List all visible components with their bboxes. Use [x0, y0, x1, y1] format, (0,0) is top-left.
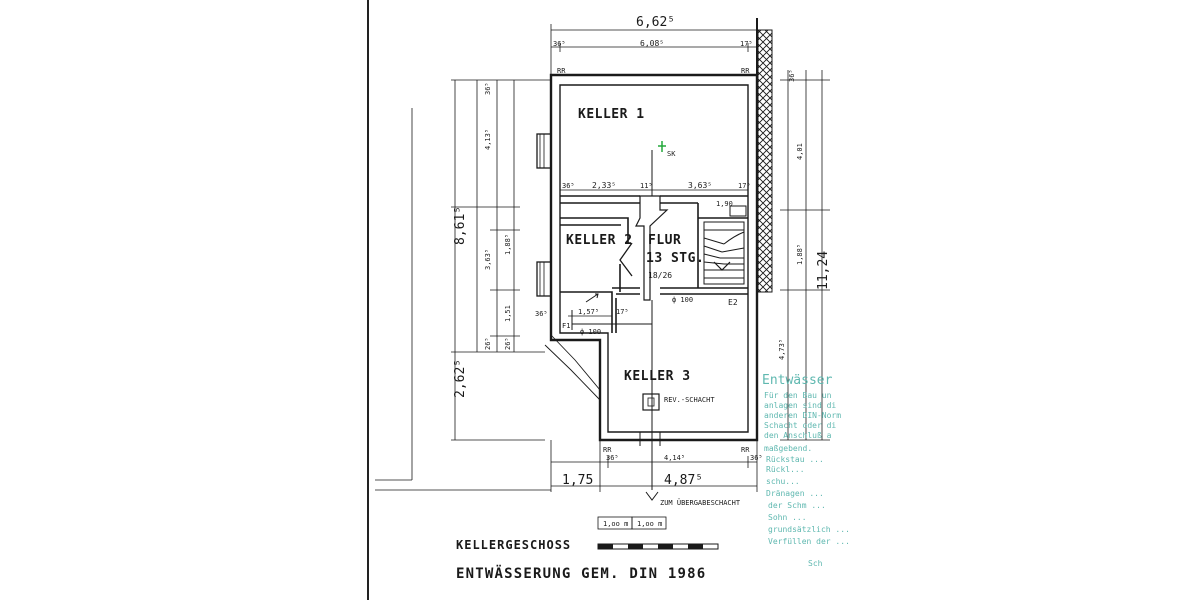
rr-top-left: RR: [557, 67, 566, 75]
dim-left-262: 2,62⁵: [453, 359, 468, 398]
interior-walls: [560, 195, 748, 333]
dim-bottom-414: 4,14⁵: [664, 454, 685, 462]
dim-k2-17: 17⁵: [616, 308, 629, 316]
rev-schacht-inner: [647, 397, 655, 407]
dim-top-left: 36⁵: [553, 40, 566, 48]
dim-stair-190: 1,90: [716, 200, 733, 208]
dim-bottom-487: 4,87⁵: [664, 473, 703, 488]
note-line: anderen DIN-Norm: [764, 411, 841, 420]
dim-left-26a: 26⁵: [484, 337, 492, 350]
dim-mid-11: 11⁵: [640, 182, 653, 190]
scale-bar: [597, 516, 719, 550]
drainage-lines: [571, 150, 661, 501]
dimension-lines: [375, 24, 830, 492]
note-line: anlagen sind di: [764, 401, 836, 410]
note-line: Rückstau ...: [766, 455, 824, 464]
note-heading: Entwässer: [762, 373, 833, 388]
rev-schacht-box: [642, 393, 660, 411]
corridor-outline: [635, 195, 669, 301]
page-edge-rule: [367, 0, 369, 600]
dim-k2-36: 36⁵: [535, 310, 548, 318]
rr-top-right: RR: [741, 67, 750, 75]
dim-right-188: 1,88⁵: [796, 244, 804, 265]
dim-mid-36: 36⁵: [562, 182, 575, 190]
door-arc-keller2: [619, 242, 633, 277]
dim-right-36: 36⁵: [788, 69, 796, 82]
exterior-walls: [549, 73, 759, 442]
note-line: Dränagen ...: [766, 489, 824, 498]
note-line: Sohn ...: [768, 513, 807, 522]
drawing-title-drainage: ENTWÄSSERUNG GEM. DIN 1986: [456, 565, 706, 582]
earth-hatching: [757, 29, 773, 293]
dim-mid-233: 2,33⁵: [592, 181, 616, 190]
room-label-keller1: KELLER 1: [578, 107, 645, 122]
dim-right-1124: 11,24: [816, 251, 831, 290]
sk-label: SK: [667, 150, 676, 158]
dim-bottom-36a: 36⁵: [606, 454, 619, 462]
sk-marker: [658, 141, 666, 152]
e2-label: E2: [728, 298, 738, 307]
dim-left-363: 3,63⁵: [484, 249, 492, 270]
dim-left-36: 36⁵: [484, 82, 492, 95]
room-label-flur: FLUR: [648, 233, 681, 248]
dim-left-26b: 26⁵: [504, 337, 512, 350]
f1-label: F1: [562, 322, 570, 330]
room-label-keller3: KELLER 3: [624, 369, 691, 384]
rr-bottom-left: RR: [603, 446, 612, 454]
note-line: Rückl...: [766, 465, 805, 474]
note-line: Verfüllen der ...: [768, 537, 850, 546]
rr-bottom-right: RR: [741, 446, 750, 454]
dim-bottom-175: 1,75: [562, 473, 593, 488]
stairs-count: 13 STG.: [646, 251, 704, 266]
window-keller2-frame: [539, 262, 545, 296]
dim-left-861: 8,61⁵: [453, 206, 468, 245]
note-line: Sch: [808, 559, 823, 568]
dim-top-total: 6,62⁵: [636, 15, 675, 30]
dim-right-401: 4,01: [796, 143, 804, 160]
note-line: Für den Bau un: [764, 391, 832, 400]
pipe-dia-keller2: ф 100: [580, 328, 601, 336]
dim-bottom-36b: 36⁵: [750, 454, 763, 462]
note-line: grundsätzlich ...: [768, 525, 850, 534]
scale-label-2: 1,oo m: [637, 520, 662, 528]
dim-right-473: 4,73⁵: [778, 339, 786, 360]
note-line: maßgebend.: [764, 444, 812, 453]
note-line: schu...: [766, 477, 800, 486]
pipe-dia-flur: ф 100: [672, 296, 693, 304]
dim-top-inner: 6,08⁵: [640, 39, 664, 48]
note-line: Schacht oder di: [764, 421, 836, 430]
dim-mid-17: 17⁵: [738, 182, 751, 190]
note-line: den Anschluß a: [764, 431, 832, 440]
rev-schacht-label: REV.-SCHACHT: [664, 396, 715, 404]
dim-left-188: 1,88⁵: [504, 234, 512, 255]
dim-left-151: 1,51: [504, 305, 512, 322]
dim-left-413: 4,13⁵: [484, 129, 492, 150]
sloped-foundation-lines: [544, 334, 601, 401]
note-line: der Schm ...: [768, 501, 826, 510]
stair-symbol: [703, 205, 747, 285]
drawing-title-floor: KELLERGESCHOSS: [456, 538, 571, 552]
stairs-ratio: 18/26: [648, 271, 672, 280]
room-label-keller2: KELLER 2: [566, 233, 633, 248]
dim-mid-363: 3,63⁵: [688, 181, 712, 190]
uebergabeschacht-label: ZUM ÜBERGABESCHACHT: [660, 498, 741, 507]
window-keller1-frame: [539, 134, 545, 168]
dim-top-right: 17⁵: [740, 40, 753, 48]
dim-k2-157: 1,57⁵: [578, 308, 599, 316]
scale-label-1: 1,oo m: [603, 520, 628, 528]
